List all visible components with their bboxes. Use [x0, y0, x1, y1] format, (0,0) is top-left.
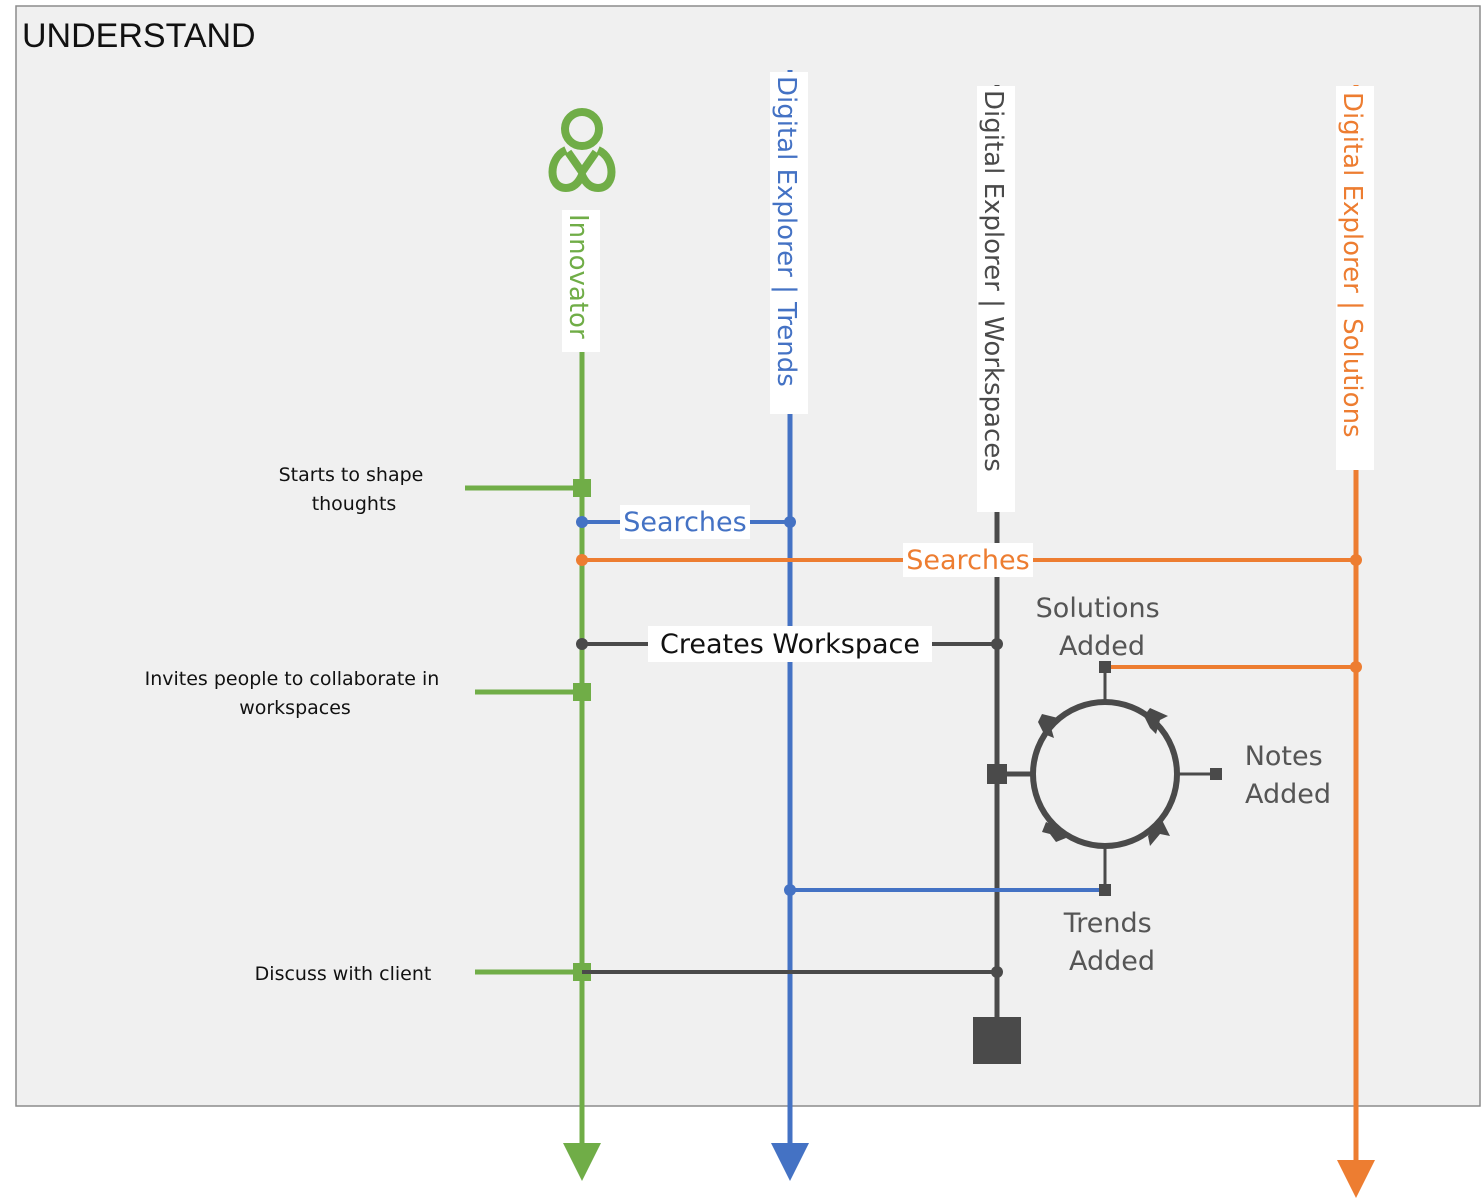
- step-marker-invites: [573, 683, 591, 701]
- workspaces-label-bg: [977, 86, 1015, 512]
- solutions-lane-label: Digital Explorer | Solutions: [1337, 92, 1367, 438]
- solutions-added-label: Solutions Added: [1036, 593, 1169, 662]
- solutions-added-dot: [1350, 661, 1362, 673]
- create-workspace-end-dot: [991, 638, 1003, 650]
- solutions-added-marker: [1099, 661, 1111, 673]
- notes-added-marker: [1210, 768, 1222, 780]
- cycle-arrow-icons: [1038, 708, 1170, 846]
- trends-added-dot: [784, 884, 796, 896]
- solutions-arrowhead: [1337, 1160, 1375, 1198]
- person-icon: [548, 108, 616, 193]
- notes-added-label: Notes Added: [1245, 741, 1332, 810]
- trends-search-start-dot: [576, 516, 588, 528]
- solutions-search-label-bg: [903, 543, 1033, 577]
- workspaces-lane-label: Digital Explorer | Workspaces: [978, 90, 1008, 472]
- trends-lane-label: Digital Explorer | Trends: [771, 76, 801, 387]
- step-label-discuss: Discuss with client: [255, 963, 432, 985]
- workspace-cycle: [987, 673, 1222, 884]
- create-workspace-label: Creates Workspace: [660, 629, 920, 660]
- step-marker-shape-thoughts: [573, 479, 591, 497]
- solutions-label-bg: [1336, 86, 1374, 470]
- cycle-ring: [1030, 699, 1180, 849]
- create-workspace-label-bg: [648, 626, 932, 662]
- trends-search-label-bg: [620, 505, 750, 539]
- step-label-invites: Invites people to collaborate in workspa…: [145, 668, 446, 719]
- innovator-arrowhead: [563, 1143, 601, 1181]
- understand-panel: [15, 5, 1481, 1107]
- trends-added-label: Trends Added: [1063, 908, 1161, 977]
- workspaces-end-marker: [973, 1017, 1021, 1064]
- trends-search-end-dot: [784, 516, 796, 528]
- step-label-shape-thoughts: Starts to shape thoughts: [279, 464, 430, 515]
- panel-title: UNDERSTAND: [22, 17, 256, 55]
- innovator-label-bg: [562, 210, 600, 352]
- solutions-search-end-dot: [1350, 554, 1362, 566]
- cycle-junction-marker: [987, 764, 1007, 784]
- trends-search-label: Searches: [623, 507, 746, 538]
- create-workspace-start-dot: [576, 638, 588, 650]
- trends-arrowhead: [771, 1143, 809, 1181]
- solutions-search-label: Searches: [906, 545, 1029, 576]
- solutions-search-start-dot: [576, 554, 588, 566]
- innovator-lane-label: Innovator: [563, 214, 593, 339]
- trends-label-bg: [770, 72, 808, 414]
- discuss-end-dot: [991, 966, 1003, 978]
- trends-added-marker: [1099, 884, 1111, 896]
